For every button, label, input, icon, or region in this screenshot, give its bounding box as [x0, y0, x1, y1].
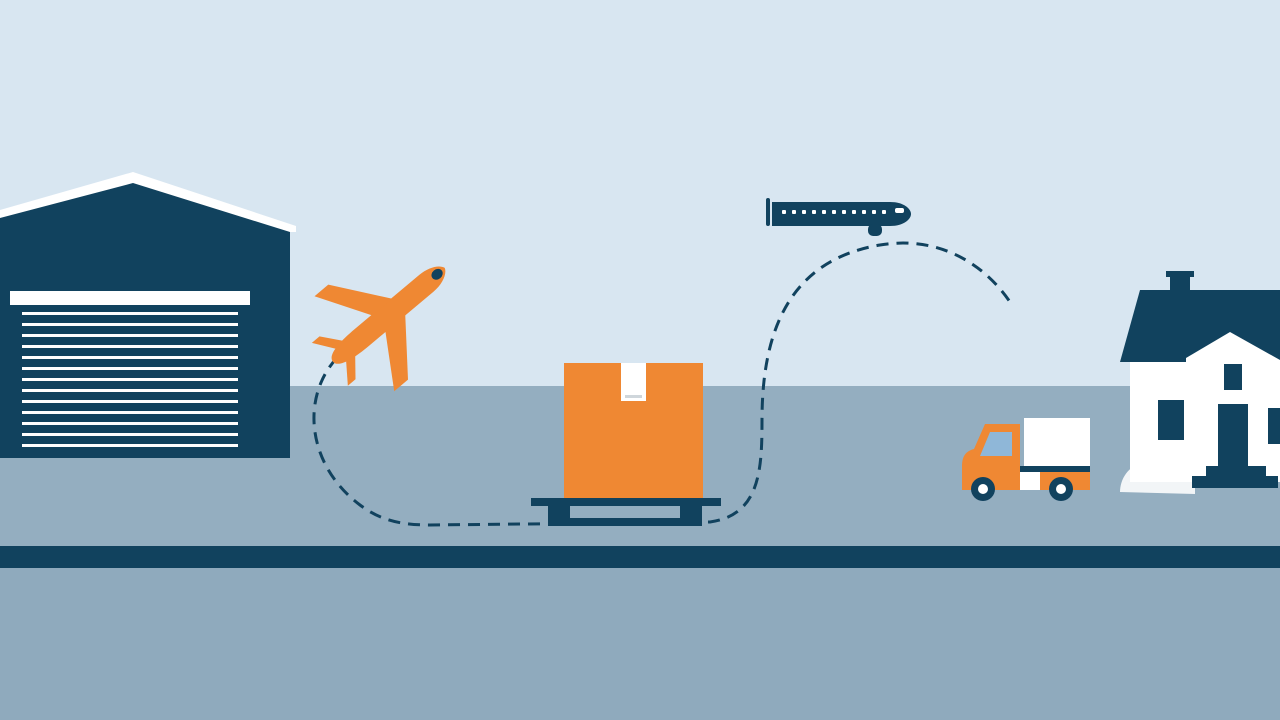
pallet-icon [531, 498, 721, 526]
house-icon [1120, 271, 1280, 488]
warehouse-shutter [22, 312, 238, 447]
lower-ground [0, 568, 1280, 720]
airplane-icon [311, 266, 446, 392]
dashed-route [312, 241, 1012, 527]
truck-icon [962, 418, 1090, 501]
road-stripe [0, 546, 1280, 568]
jet-icon [766, 198, 911, 236]
box-icon [564, 363, 703, 500]
warehouse-icon [0, 172, 296, 458]
